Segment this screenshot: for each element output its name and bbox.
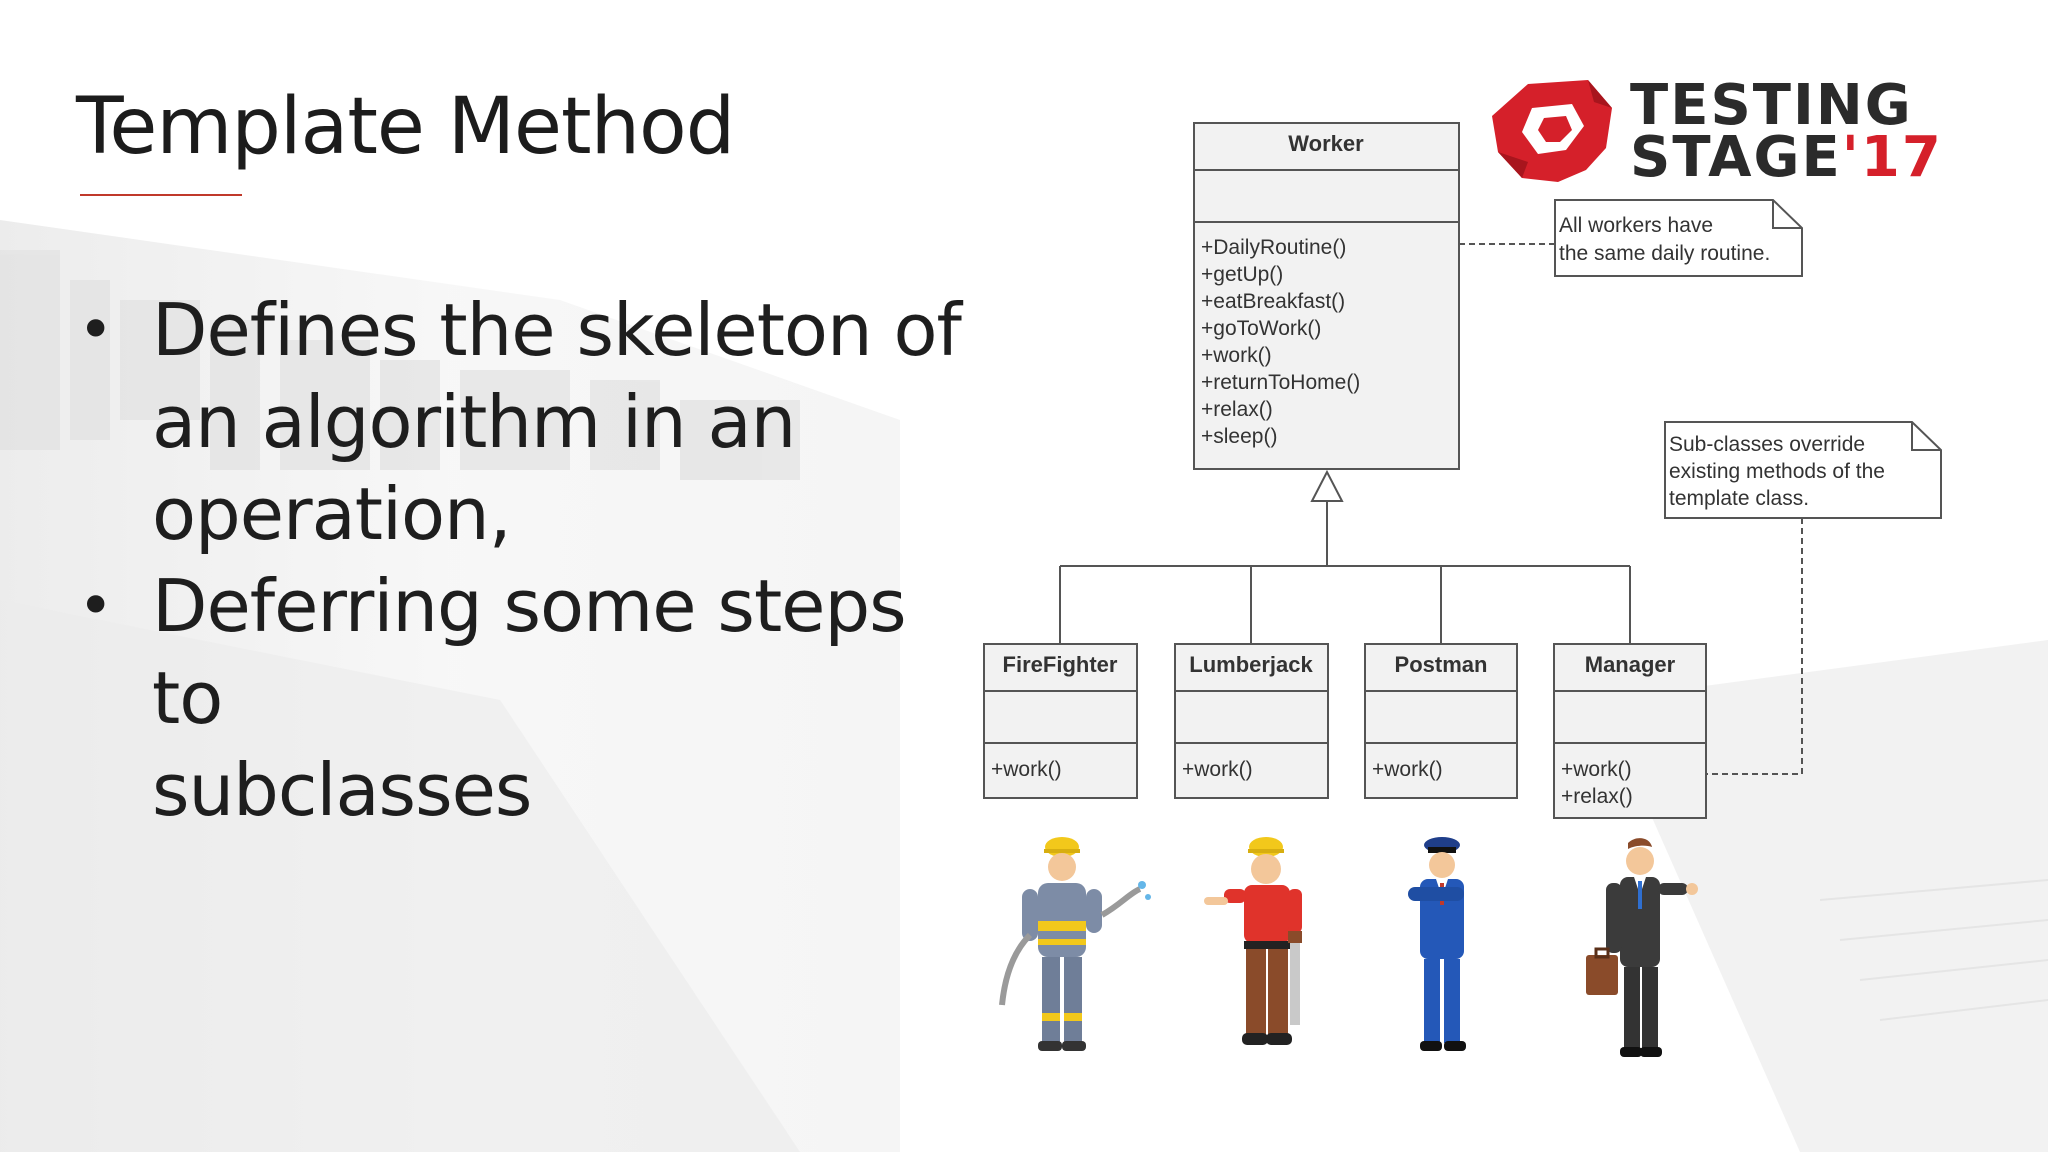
subclass-method: +relax() [1561, 785, 1633, 808]
worker-method: +eatBreakfast() [1201, 290, 1345, 313]
lumberjack-icon [1204, 837, 1302, 1045]
note-line: All workers have [1559, 214, 1713, 237]
bullet-line: Deferring some steps to [152, 564, 907, 740]
testing-stage-logo-icon [1492, 80, 1612, 182]
bullet-item: • Defines the skeleton of an algorithm i… [70, 284, 970, 560]
worker-method: +relax() [1201, 398, 1273, 421]
bullet-list: • Defines the skeleton of an algorithm i… [70, 284, 970, 836]
logo-wordmark: TESTING STAGE'17 [1630, 73, 1943, 186]
title-underline [80, 194, 242, 196]
bullet-dot-icon: • [78, 295, 113, 365]
note-line: the same daily routine. [1559, 242, 1770, 265]
manager-class-box: Manager +work() +relax() [1553, 643, 1707, 819]
logo-line1: TESTING [1630, 73, 1913, 138]
firefighter-class-box: FireFighter +work() [983, 643, 1138, 799]
worker-method: +work() [1201, 344, 1272, 367]
logo-year: '17 [1841, 125, 1943, 190]
manager-icon [1586, 838, 1698, 1057]
bullet-dot-icon: • [78, 571, 113, 641]
bullet-item: • Deferring some steps to subclasses [70, 560, 970, 836]
bullet-line: subclasses [152, 748, 532, 832]
inheritance-arrow [1059, 469, 1631, 644]
note-line: existing methods of the [1669, 460, 1885, 483]
postman-icon [1408, 837, 1466, 1051]
bullet-line: an algorithm in an [152, 380, 796, 464]
note-line: Sub-classes override [1669, 433, 1865, 456]
subclass-method: +work() [1372, 758, 1443, 781]
bullet-line: operation, [152, 472, 512, 556]
lumberjack-class-box: Lumberjack +work() [1174, 643, 1329, 799]
firefighter-icon [999, 837, 1151, 1051]
subclass-method: +work() [1561, 758, 1632, 781]
note-subclasses-override: Sub-classes override existing methods of… [1664, 421, 1942, 775]
subclass-method: +work() [1182, 758, 1253, 781]
worker-method: +goToWork() [1201, 317, 1321, 340]
note-line: template class. [1669, 487, 1809, 510]
logo-line2-wrap: STAGE'17 [1630, 130, 1943, 186]
subclass-name: FireFighter [1003, 652, 1118, 677]
worker-method: +getUp() [1201, 263, 1283, 286]
subclass-method: +work() [991, 758, 1062, 781]
worker-method: +DailyRoutine() [1201, 236, 1346, 259]
subclass-name: Postman [1395, 652, 1488, 677]
bullet-line: Defines the skeleton of [152, 288, 962, 372]
note-daily-routine: All workers have the same daily routine. [1459, 199, 1803, 277]
worker-class-name: Worker [1288, 131, 1364, 156]
logo-line2: STAGE [1630, 125, 1842, 190]
slide-title: Template Method [76, 82, 735, 172]
postman-class-box: Postman +work() [1364, 643, 1518, 799]
subclass-name: Manager [1585, 652, 1676, 677]
subclass-name: Lumberjack [1189, 652, 1313, 677]
worker-method: +returnToHome() [1201, 371, 1360, 394]
worker-method: +sleep() [1201, 425, 1277, 448]
worker-class-box: Worker +DailyRoutine() +getUp() +eatBrea… [1193, 122, 1460, 470]
